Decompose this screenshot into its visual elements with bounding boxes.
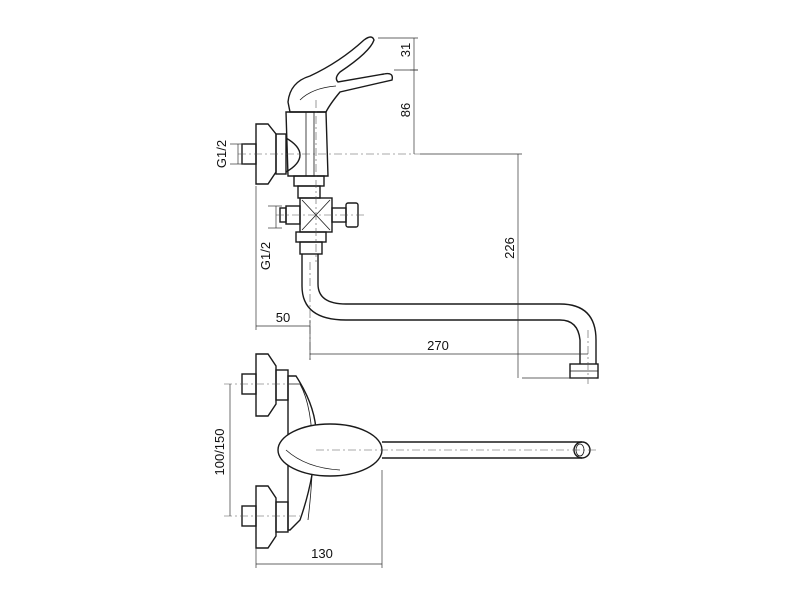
- side-view: [230, 36, 599, 384]
- dimension-lines-side: [230, 37, 596, 379]
- dimension-lines-front: [229, 384, 383, 568]
- dim-100-150-label: 100/150: [212, 429, 227, 476]
- dim-g12-side-label: G1/2: [258, 242, 273, 270]
- front-view: [224, 353, 596, 568]
- lever-handle: [287, 36, 394, 113]
- dim-130-label: 130: [311, 546, 333, 561]
- dim-31-label: 31: [398, 43, 413, 57]
- dim-g12-top-label: G1/2: [214, 140, 229, 168]
- diverter-cross: [279, 197, 359, 255]
- spout: [301, 254, 599, 379]
- dim-270-label: 270: [427, 338, 449, 353]
- lower-inlet: [241, 485, 289, 549]
- valve-body: [285, 111, 329, 199]
- dim-226-label: 226: [502, 237, 517, 259]
- dim-50-label: 50: [276, 310, 290, 325]
- upper-inlet: [241, 353, 289, 417]
- dim-86-label: 86: [398, 103, 413, 117]
